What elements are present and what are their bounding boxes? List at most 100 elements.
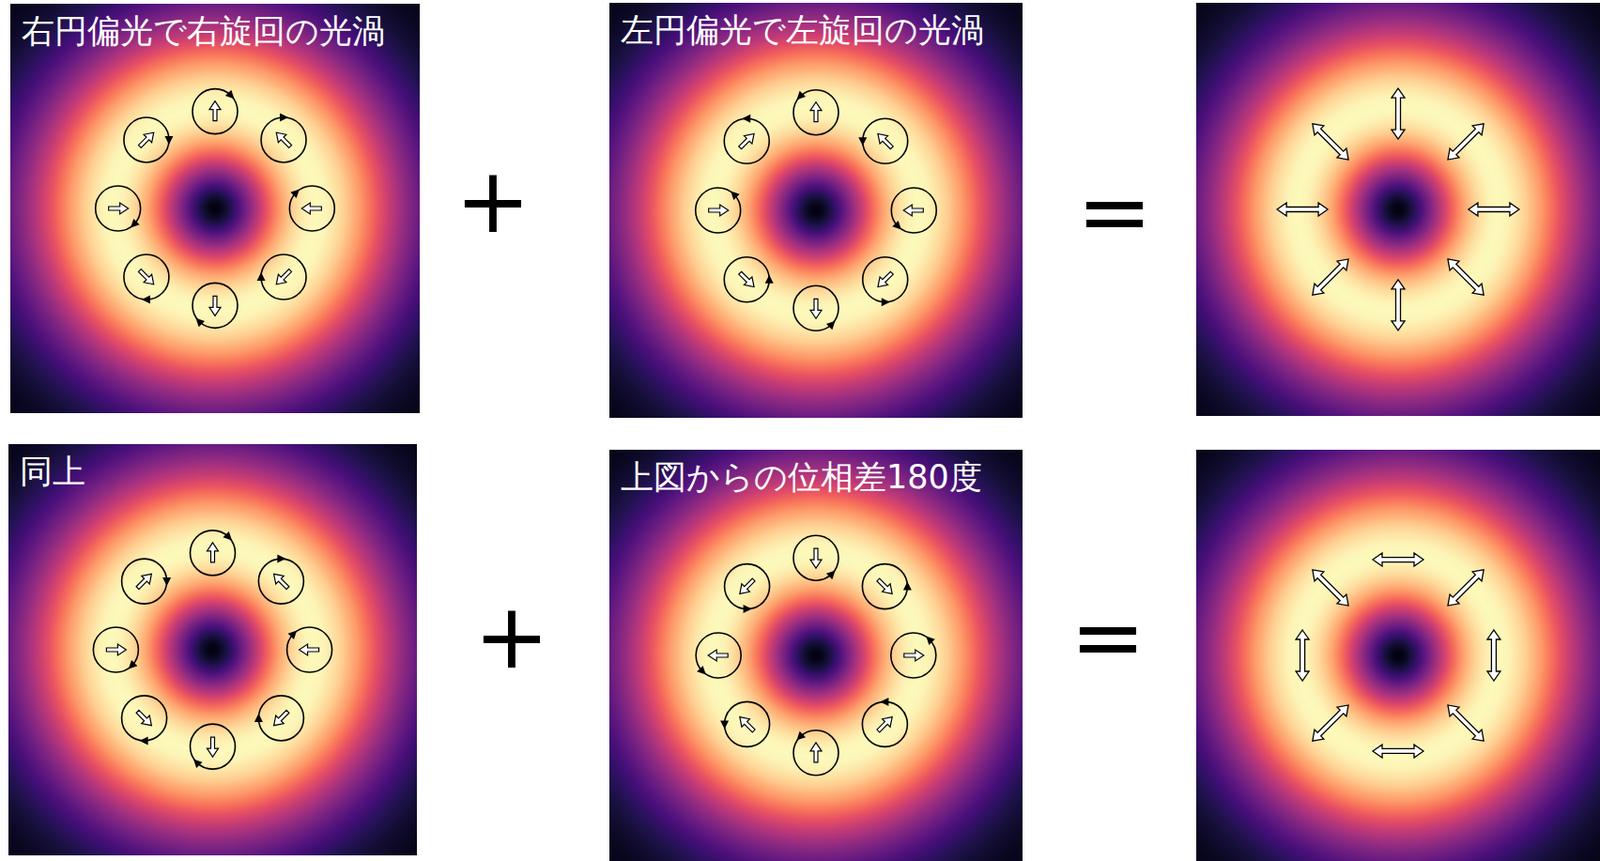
rotation-circle [723, 257, 770, 303]
rotation-arrowhead [139, 736, 149, 745]
intensity-ring [8, 444, 417, 856]
intensity-ring [1196, 2, 1600, 416]
linear-polarization-arrow [1307, 119, 1354, 165]
rotation-arrowhead [276, 554, 286, 564]
field-arrow [136, 128, 158, 151]
rotation-circle [724, 701, 770, 747]
polarization-symbol [1307, 119, 1354, 165]
field-arrow [736, 129, 758, 152]
polarization-symbol [289, 185, 335, 231]
rotation-arrowhead [225, 90, 238, 103]
rotation-arrowhead [141, 295, 151, 305]
panel-title: 同上 [19, 451, 86, 492]
field-arrow [133, 569, 155, 592]
vortex-panel-label-area: 上図からの位相差180度 [609, 449, 1023, 861]
rotation-arrowhead [879, 697, 889, 707]
vortex-panel [8, 444, 417, 856]
panel-title: 左円偏光で左旋回の光渦 [620, 10, 985, 50]
rotation-circle [258, 695, 304, 741]
field-arrow [810, 298, 822, 319]
field-arrow [904, 649, 924, 662]
rotation-circle [695, 632, 741, 678]
vortex-panel [1196, 2, 1600, 416]
field-arrow [874, 268, 896, 291]
polarization-symbol [123, 117, 174, 163]
operator-sign: = [1076, 167, 1153, 258]
linear-polarization-arrow [1468, 202, 1520, 216]
linear-polarization-arrow [1372, 744, 1424, 758]
linear-polarization-arrow [1295, 630, 1309, 681]
polarization-symbol [254, 695, 305, 741]
rotation-circle [891, 187, 937, 233]
polarization-symbol [122, 558, 172, 604]
linear-polarization-arrow [1391, 88, 1405, 139]
rotation-arrowhead [125, 660, 139, 673]
polarization-symbol [723, 114, 770, 165]
vortex-panel-label-area: 同上 [8, 444, 417, 856]
rotation-circle [793, 535, 839, 581]
rotation-arrowhead [222, 531, 235, 544]
polarization-symbol [1307, 700, 1354, 746]
operator-sign: + [455, 155, 531, 247]
rotation-circle [862, 257, 908, 303]
rotation-circle [123, 117, 170, 163]
polarization-symbol [1391, 88, 1405, 139]
field-arrow [207, 542, 219, 563]
linear-polarization-arrow [1443, 119, 1489, 165]
rotation-circle [258, 558, 304, 604]
rotation-circle [891, 632, 937, 678]
polarization-symbol [258, 554, 304, 605]
rotation-arrowhead [164, 136, 173, 145]
polarization-symbol [1443, 700, 1489, 746]
field-arrow [209, 101, 221, 122]
field-arrow [736, 268, 758, 291]
rotation-circle [261, 117, 307, 163]
polarization-symbol [1468, 202, 1520, 216]
field-arrow [903, 204, 924, 216]
linear-polarization-arrow [1307, 254, 1354, 300]
rotation-arrowhead [793, 731, 806, 744]
operator-sign: = [1070, 592, 1146, 683]
rotation-arrowhead [727, 187, 740, 200]
rotation-circle [862, 118, 908, 164]
rotation-arrowhead [826, 318, 839, 331]
field-arrow [736, 575, 758, 598]
linear-polarization-arrow [1372, 553, 1424, 567]
polarization-symbol [695, 187, 741, 233]
vortex-panel-label-area: 右円偏光で右旋回の光渦 [10, 3, 420, 414]
rotation-arrowhead [254, 713, 263, 723]
field-arrow [106, 644, 126, 656]
field-arrow [874, 129, 896, 152]
polarization-symbol [723, 257, 774, 303]
field-arrow [136, 266, 158, 289]
polarization-symbol [287, 627, 333, 673]
panel-title: 右円偏光で右旋回の光渦 [21, 11, 385, 51]
polarization-symbol [1372, 553, 1424, 567]
linear-polarization-arrow [1443, 700, 1489, 746]
polarization-symbol [1372, 744, 1424, 758]
rotation-arrowhead [826, 567, 839, 580]
rotation-circle [92, 627, 139, 673]
rotation-arrowhead [127, 218, 140, 231]
polarization-symbol [724, 564, 770, 615]
vortex-panel [609, 2, 1023, 418]
polarization-symbol [92, 627, 139, 673]
linear-polarization-arrow [1307, 565, 1354, 611]
polarization-symbol [95, 185, 141, 231]
rotation-arrowhead [881, 297, 891, 307]
polarization-symbol [793, 730, 839, 776]
linear-polarization-arrow [1487, 630, 1501, 681]
polarization-symbol [695, 632, 741, 678]
rotation-arrowhead [279, 112, 289, 122]
polarization-symbol [257, 254, 308, 300]
field-arrow [707, 649, 728, 662]
field-arrow [736, 712, 758, 735]
intensity-ring [609, 2, 1023, 418]
polarization-symbol [861, 564, 912, 610]
rotation-arrowhead [290, 185, 303, 199]
rotation-arrowhead [288, 627, 301, 640]
rotation-circle [861, 564, 908, 610]
rotation-arrowhead [192, 315, 205, 328]
rotation-arrowhead [923, 632, 936, 646]
